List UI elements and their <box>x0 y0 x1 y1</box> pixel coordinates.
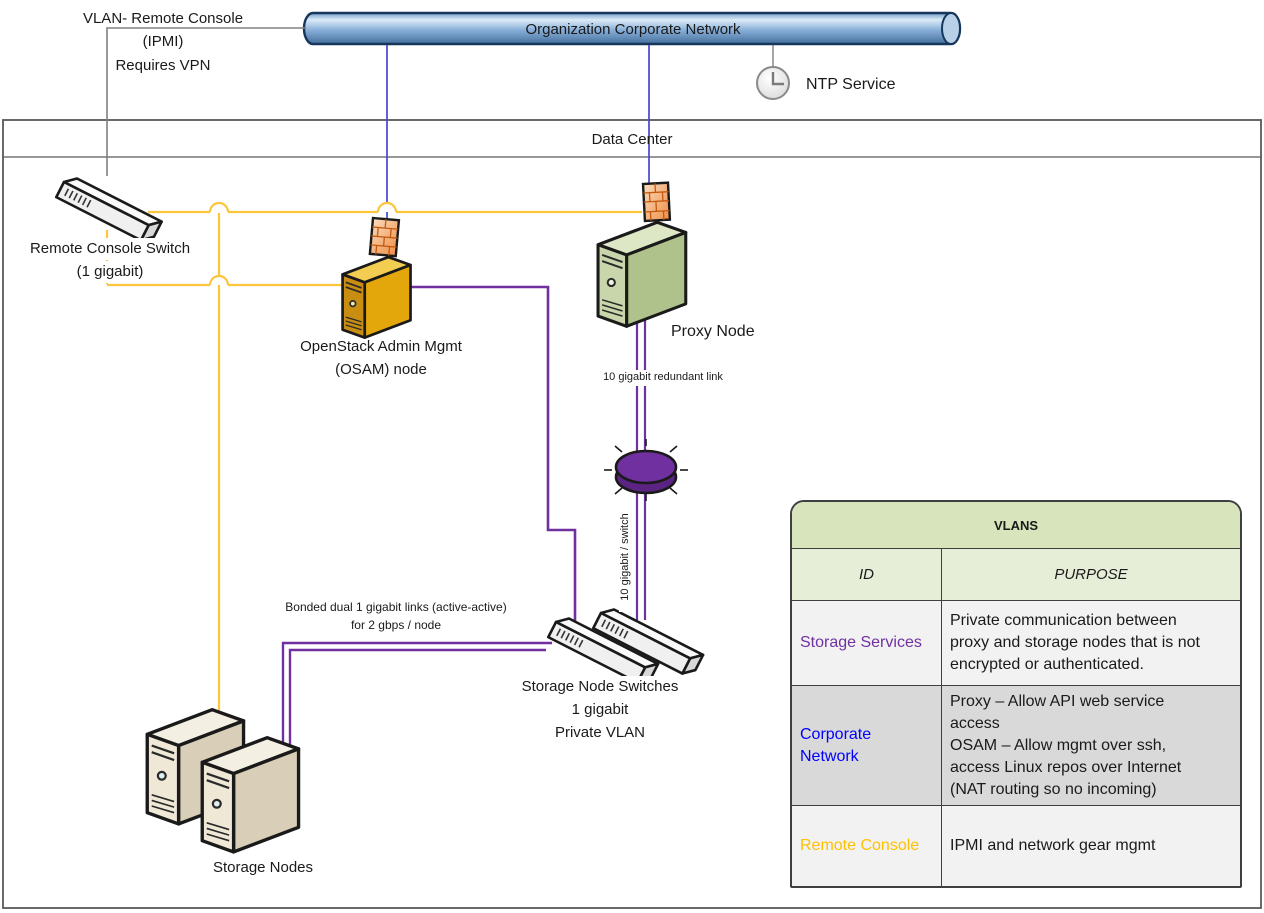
remote-console-switch-label-2: (1 gigabit) <box>73 261 147 283</box>
vlan-id-remote-console: Remote Console <box>792 806 942 886</box>
redundant-link-label: 10 gigabit redundant link <box>600 370 726 386</box>
remote-console-switch-label-1: Remote Console Switch <box>26 238 194 260</box>
ntp-service-label: NTP Service <box>806 76 896 93</box>
vlan-purpose-remote-console: IPMI and network gear mgmt <box>950 837 1156 854</box>
vlan-purpose-storage-services: Private communication between proxy and … <box>950 612 1200 673</box>
table-row: Remote Console IPMI and network gear mgm… <box>792 806 1240 886</box>
osam-server-icon <box>341 255 412 339</box>
table-row: Corporate Network Proxy – Allow API web … <box>792 686 1240 806</box>
corporate-links <box>386 45 650 221</box>
storage-vlan-hub-icon <box>604 439 688 501</box>
proxy-node-label: Proxy Node <box>671 323 755 340</box>
osam-label-1: OpenStack Admin Mgmt <box>300 338 462 355</box>
vlans-col-purpose: PURPOSE <box>1054 566 1128 583</box>
data-center-label: Data Center <box>591 131 673 148</box>
bonded-note-line1: Bonded dual 1 gigabit links (active-acti… <box>285 600 507 614</box>
vlan-note-line1: VLAN- Remote Console <box>82 10 244 27</box>
ntp-clock-icon <box>756 66 790 100</box>
vlan-id-storage-services: Storage Services <box>792 601 942 685</box>
storage-switches-label-1: Storage Node Switches <box>518 676 682 698</box>
storage-nodes-label: Storage Nodes <box>212 859 314 876</box>
bonded-note-line2: for 2 gbps / node <box>350 618 442 632</box>
bonded-link-outer <box>281 641 552 748</box>
vlans-table-title: VLANS <box>792 502 1240 549</box>
proxy-server-icon <box>596 220 688 328</box>
storage-switches-label-3: Private VLAN <box>551 722 649 744</box>
corporate-network-label: Organization Corporate Network <box>525 21 741 38</box>
osam-storage-link <box>409 285 577 641</box>
data-center-box <box>2 119 1262 909</box>
per-switch-link-label: 10 gigabit / switch <box>619 502 635 612</box>
vlans-col-id: ID <box>792 549 942 600</box>
vlan-note-line3: Requires VPN <box>115 57 211 74</box>
proxy-firewall-icon <box>641 181 672 223</box>
osam-firewall-icon <box>368 216 401 258</box>
remote-console-connector <box>106 27 306 176</box>
bonded-link-inner <box>288 648 546 748</box>
vlan-id-corporate-network: Corporate Network <box>792 686 942 805</box>
corporate-network-cylinder-icon <box>302 11 962 46</box>
table-row: Storage Services Private communication b… <box>792 601 1240 686</box>
vlan-note-line2: (IPMI) <box>142 33 184 50</box>
storage-node-2-icon <box>200 736 301 854</box>
vlans-table-header-row: ID PURPOSE <box>792 549 1240 601</box>
remote-console-switch-icon <box>54 177 163 242</box>
vlan-purpose-corporate-network: Proxy – Allow API web service access OSA… <box>950 692 1182 798</box>
vlans-table: VLANS ID PURPOSE Storage Services Privat… <box>790 500 1242 888</box>
osam-label-2: (OSAM) node <box>335 361 427 378</box>
storage-switches-label-2: 1 gigabit <box>568 699 632 721</box>
storage-switch-2-icon <box>591 608 705 675</box>
